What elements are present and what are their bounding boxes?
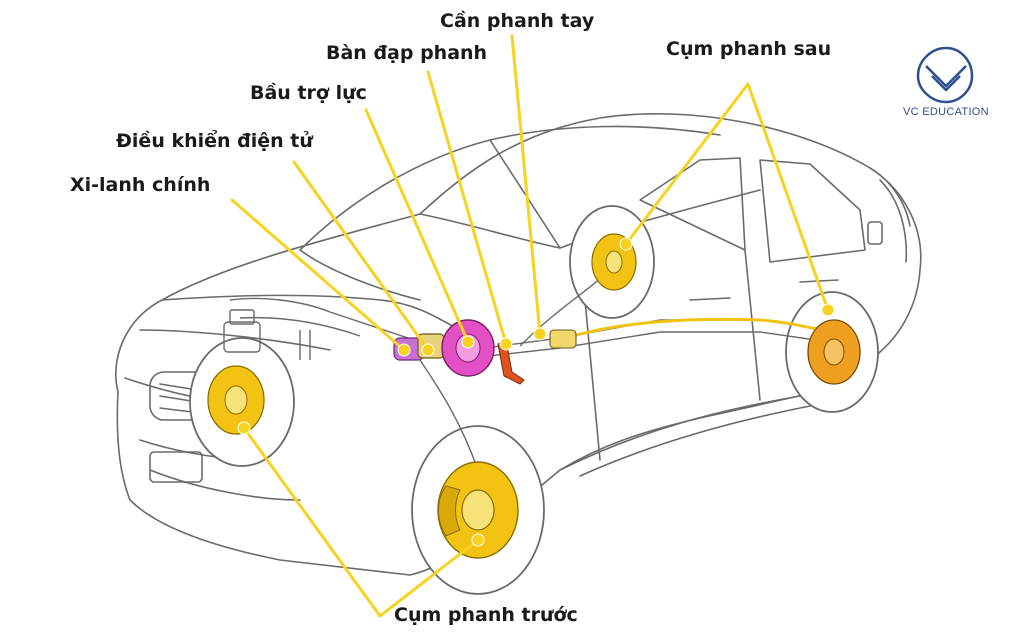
leader-hand-brake bbox=[510, 34, 542, 336]
brake-pedal bbox=[497, 339, 525, 385]
leader-brake-pedal bbox=[426, 70, 508, 346]
front-brake-assembly bbox=[437, 461, 519, 559]
leader-rear-brake-2 bbox=[746, 82, 830, 312]
hand-brake-lever bbox=[549, 329, 577, 349]
front-brake-assembly-far bbox=[207, 365, 265, 435]
label-master-cylinder: Xi-lanh chính bbox=[70, 174, 211, 196]
leader-lines bbox=[230, 34, 830, 618]
leader-dots bbox=[237, 237, 835, 547]
label-hand-brake: Cần phanh tay bbox=[440, 10, 595, 32]
leader-ecu bbox=[292, 160, 430, 352]
label-rear-brake: Cụm phanh sau bbox=[666, 38, 832, 60]
leader-front-brake-1 bbox=[242, 426, 382, 618]
leader-front-brake-2 bbox=[378, 538, 480, 618]
label-brake-pedal: Bàn đạp phanh bbox=[326, 42, 488, 64]
leader-master-cylinder bbox=[230, 198, 406, 352]
logo-text: VC EDUCATION bbox=[903, 106, 989, 118]
label-ecu: Điều khiển điện tử bbox=[116, 130, 313, 152]
rear-brake-line bbox=[559, 317, 831, 342]
vc-education-logo-icon bbox=[916, 46, 974, 104]
leader-rear-brake-1 bbox=[624, 82, 750, 246]
brake-lines bbox=[223, 267, 831, 471]
label-booster: Bầu trợ lực bbox=[250, 82, 367, 104]
leader-booster bbox=[364, 108, 470, 344]
label-front-brake: Cụm phanh trước bbox=[394, 604, 578, 626]
rear-brake-assembly bbox=[807, 319, 861, 385]
